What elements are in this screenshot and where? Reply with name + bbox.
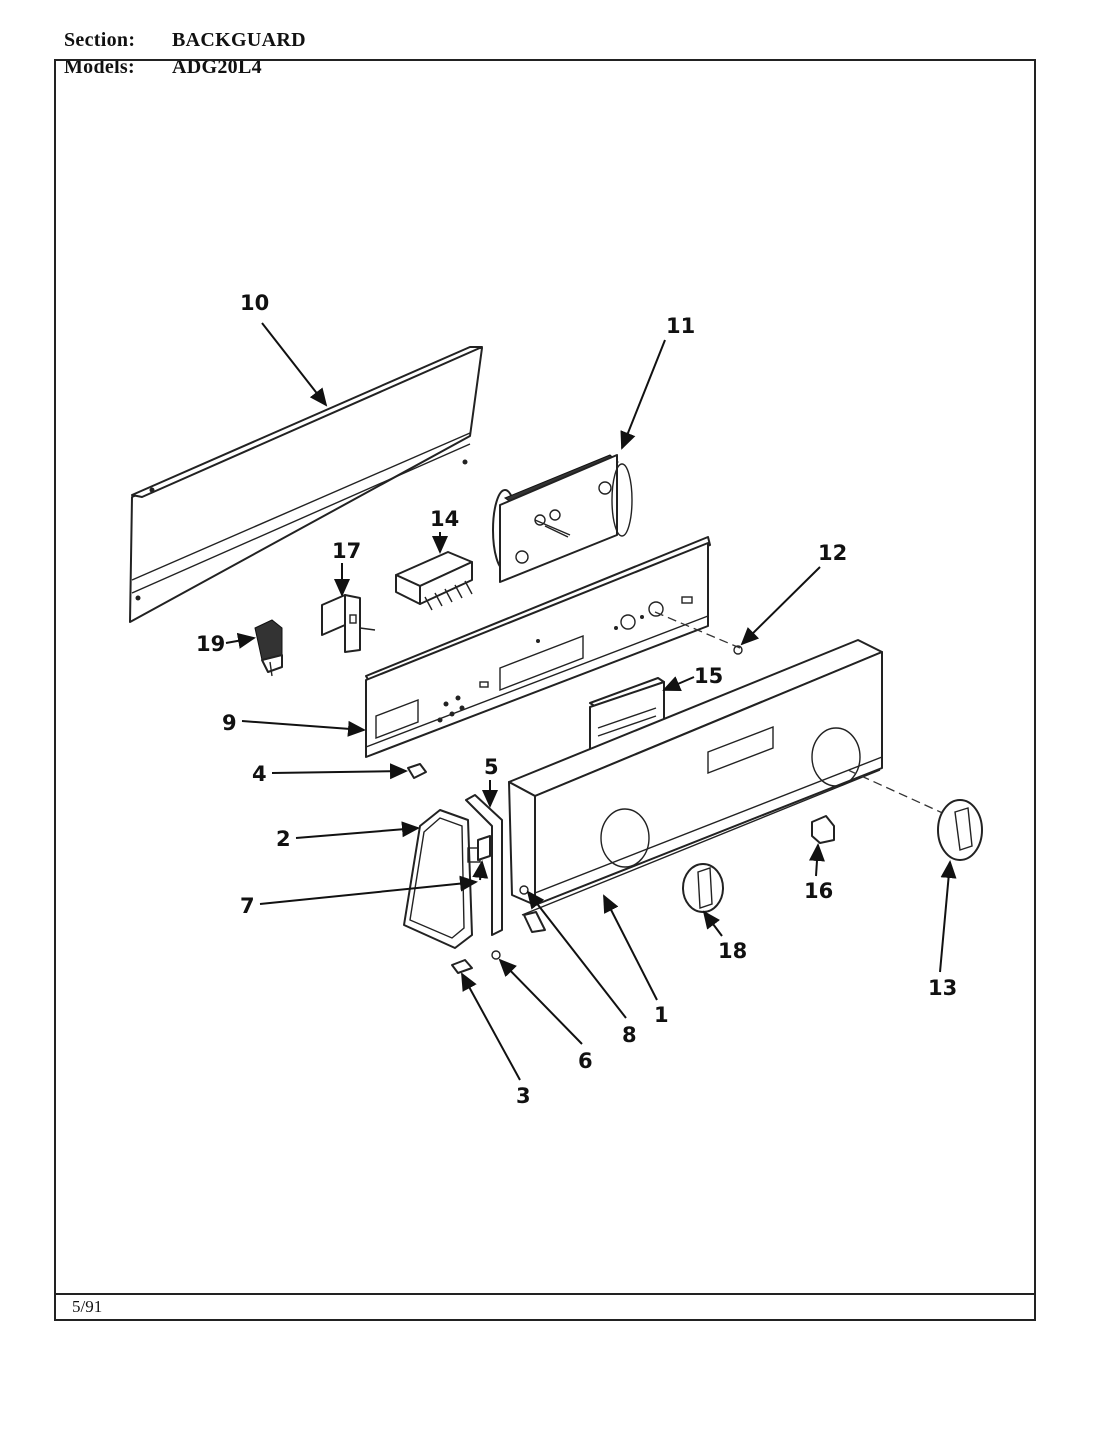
part-14-terminal-block bbox=[395, 551, 473, 611]
leader-2 bbox=[295, 821, 420, 839]
leader-18 bbox=[702, 910, 723, 937]
callout-3: 3 bbox=[516, 1084, 531, 1108]
section-value: BACKGUARD bbox=[172, 29, 306, 51]
part-3-clip bbox=[451, 959, 473, 974]
leader-1 bbox=[603, 894, 658, 1001]
leader-10 bbox=[261, 322, 328, 407]
callout-16: 16 bbox=[804, 879, 833, 903]
part-8-screw bbox=[519, 885, 529, 895]
part-7-bracket bbox=[477, 835, 491, 861]
leader-12 bbox=[740, 566, 821, 646]
part-16-small-knob bbox=[811, 815, 835, 844]
leader-11 bbox=[620, 339, 666, 450]
callout-8: 8 bbox=[622, 1023, 637, 1047]
part-1-front-housing bbox=[508, 639, 883, 933]
leader-3 bbox=[461, 972, 521, 1081]
footer-divider bbox=[54, 1293, 1036, 1295]
leader-8 bbox=[526, 890, 627, 1019]
callout-2: 2 bbox=[276, 827, 291, 851]
leader-16 bbox=[808, 843, 825, 877]
callout-14: 14 bbox=[430, 507, 459, 531]
callout-13: 13 bbox=[928, 976, 957, 1000]
leader-13 bbox=[939, 860, 957, 973]
callout-1: 1 bbox=[654, 1003, 669, 1027]
leader-7b bbox=[472, 860, 489, 881]
part-10-rear-panel bbox=[129, 346, 483, 623]
leader-6 bbox=[498, 958, 583, 1045]
part-18-selector-knob bbox=[682, 863, 724, 913]
part-13-knob bbox=[937, 799, 983, 861]
leader-9 bbox=[241, 720, 366, 737]
leader-15 bbox=[662, 676, 695, 691]
part-11-timer bbox=[492, 454, 633, 583]
part-4-clip bbox=[407, 763, 427, 779]
footer-date: 5/91 bbox=[72, 1297, 103, 1316]
callout-15: 15 bbox=[694, 664, 723, 688]
callout-11: 11 bbox=[666, 314, 695, 338]
part-6-screw bbox=[491, 950, 501, 960]
leader-19 bbox=[225, 632, 256, 649]
callout-4: 4 bbox=[252, 762, 267, 786]
callout-6: 6 bbox=[578, 1049, 593, 1073]
callout-7: 7 bbox=[240, 894, 255, 918]
section-label: Section: bbox=[64, 29, 136, 51]
part-17-switch bbox=[321, 594, 376, 653]
leader-7 bbox=[259, 875, 478, 905]
alignment-line-screw bbox=[654, 611, 741, 649]
part-2-end-cap bbox=[403, 809, 481, 949]
part-5-trim-strip bbox=[465, 794, 503, 936]
callout-10: 10 bbox=[240, 291, 269, 315]
models-value: ADG20L4 bbox=[172, 56, 262, 78]
diagram-frame bbox=[54, 59, 1036, 1321]
part-12-screw bbox=[733, 645, 743, 655]
models-label: Models: bbox=[64, 56, 135, 78]
part-19-module bbox=[254, 619, 283, 677]
callout-5: 5 bbox=[484, 755, 499, 779]
callout-18: 18 bbox=[718, 939, 747, 963]
callout-17: 17 bbox=[332, 539, 361, 563]
callout-19: 19 bbox=[196, 632, 225, 656]
part-9-control-panel bbox=[365, 536, 711, 758]
callout-9: 9 bbox=[222, 711, 237, 735]
leader-4 bbox=[271, 763, 408, 780]
alignment-line-knob bbox=[847, 769, 959, 821]
callout-12: 12 bbox=[818, 541, 847, 565]
